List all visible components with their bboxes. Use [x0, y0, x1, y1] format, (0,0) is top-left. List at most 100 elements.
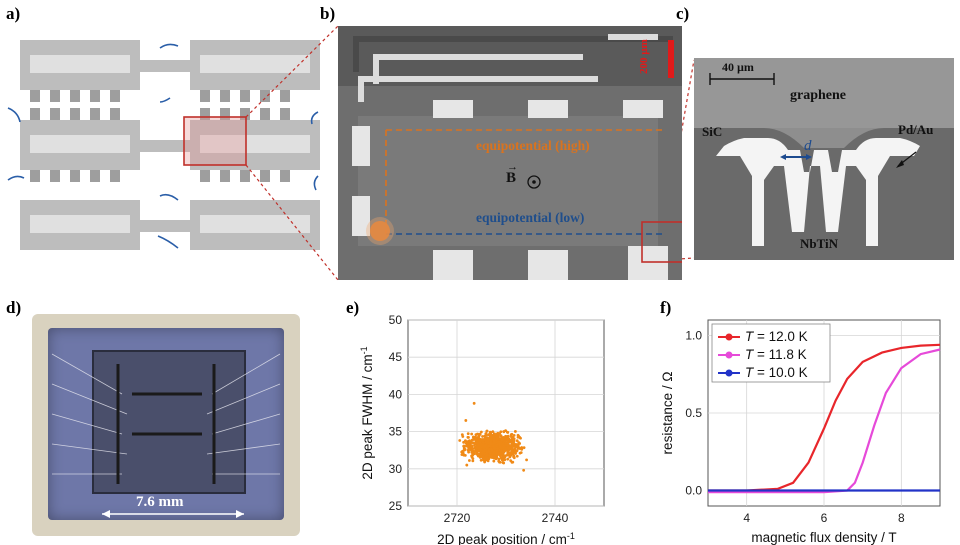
- scatter-point: [470, 432, 474, 436]
- x-axis-label: magnetic flux density / T: [751, 530, 896, 545]
- zoom-region-box-b: [641, 221, 682, 263]
- scatter-point: [467, 443, 471, 447]
- scatter-point: [491, 430, 495, 434]
- scatter-point: [501, 461, 505, 464]
- scatter-point: [483, 434, 487, 438]
- scatter-point: [490, 448, 494, 452]
- scatter-point: [509, 459, 513, 463]
- scatter-point: [464, 439, 467, 443]
- scatter-point: [495, 449, 499, 453]
- equipotential-high-label: equipotential (high): [476, 138, 590, 153]
- y-tick-label: 40: [389, 387, 403, 401]
- panel-label-d: d): [6, 298, 22, 317]
- scatter-point: [513, 430, 517, 433]
- scatter-point: [508, 455, 512, 459]
- scatter-point: [470, 451, 474, 454]
- x-tick-label: 6: [821, 511, 828, 525]
- series-line: [708, 348, 941, 494]
- scatter-point: [503, 458, 507, 462]
- sem-structure-c: [694, 58, 954, 260]
- scatter-point: [522, 446, 526, 450]
- scatter-point: [475, 450, 479, 454]
- scatter-point: [512, 456, 516, 460]
- y-tick-label: 0.0: [685, 484, 702, 498]
- scatter-point: [515, 439, 519, 443]
- legend-swatch-marker: [725, 333, 733, 341]
- b-field-text: B: [506, 170, 517, 186]
- scatter-point: [487, 433, 491, 437]
- scatter-point: [464, 444, 468, 448]
- scatter-point: [499, 430, 503, 434]
- sem-image-b: 200 µm equipotential (high) equipotentia…: [338, 26, 682, 280]
- scatter-point: [488, 451, 492, 455]
- panel-label-b: b): [320, 4, 336, 23]
- scatter-point: [483, 459, 486, 463]
- x-axis-label: 2D peak position / cm-1: [437, 531, 575, 545]
- scatter-point: [493, 432, 496, 436]
- scatter-point: [462, 444, 466, 448]
- gap-label: d: [804, 138, 812, 154]
- scatter-point: [498, 454, 502, 458]
- scatter-point: [489, 442, 493, 446]
- scatter-point: [496, 451, 499, 455]
- series-line: [708, 343, 941, 492]
- scatter-point: [462, 440, 466, 444]
- scatter-point: [490, 434, 493, 437]
- x-tick-label: 2740: [542, 511, 569, 525]
- scatter-point: [486, 440, 490, 443]
- legend-entry: T = 12.0 K: [745, 329, 808, 344]
- scatter-point: [512, 434, 516, 437]
- scatter-point: [477, 446, 481, 450]
- scatter-point: [477, 438, 481, 441]
- superconductor-label: NbTiN: [800, 236, 839, 251]
- y-axis-label: 2D peak FWHM / cm-1: [359, 346, 375, 479]
- scatter-point: [467, 450, 471, 454]
- scatter-point: [495, 455, 499, 459]
- x-tick-label: 4: [743, 511, 750, 525]
- scatter-point: [518, 436, 522, 439]
- scatter-point: [480, 451, 484, 454]
- sem-structure-b: [338, 26, 682, 280]
- legend-entry: T = 11.8 K: [745, 347, 807, 362]
- sem-image-c: 40 µm graphene SiC Pd/Au d NbTiN: [694, 58, 954, 260]
- scatter-point: [485, 453, 488, 457]
- graphene-label: graphene: [790, 88, 846, 103]
- scatter-points: [458, 401, 528, 472]
- panel-label-c: c): [676, 4, 690, 23]
- y-tick-label: 35: [389, 425, 403, 439]
- y-tick-label: 45: [389, 350, 403, 364]
- scatter-point: [510, 440, 514, 444]
- scatter-point: [483, 444, 487, 448]
- scatter-point: [478, 452, 482, 456]
- bond-wires: [51, 353, 281, 518]
- scatter-point: [477, 443, 481, 447]
- scatter-point: [464, 419, 468, 422]
- scatter-point: [470, 454, 473, 458]
- scatter-point: [492, 459, 496, 463]
- panel-a: a): [0, 0, 330, 270]
- panel-c: c) 40 µm graphene SiC Pd/Au d NbTiN: [676, 0, 960, 270]
- scatter-point: [477, 432, 481, 436]
- y-tick-label: 1.0: [685, 329, 702, 343]
- scatter-point: [487, 449, 491, 453]
- scatter-point: [499, 434, 503, 438]
- plot-area-e: [407, 319, 605, 507]
- scatter-point: [492, 456, 495, 459]
- x-tick-label: 2720: [444, 511, 471, 525]
- panel-label-a: a): [6, 4, 21, 23]
- scatter-point: [504, 437, 508, 441]
- scatter-point: [471, 459, 475, 463]
- scatter-point: [463, 447, 467, 451]
- scatter-point: [499, 456, 503, 460]
- b-field-label: → B: [506, 161, 518, 187]
- scatter-point: [492, 439, 496, 443]
- scatter-point: [498, 460, 502, 464]
- scatter-point: [522, 468, 526, 472]
- panel-label-f: f): [660, 298, 672, 317]
- panel-b: b) 200 µm equip: [316, 0, 686, 285]
- scatter-point: [472, 401, 476, 405]
- scatter-point: [482, 456, 485, 460]
- scatter-point: [465, 463, 469, 467]
